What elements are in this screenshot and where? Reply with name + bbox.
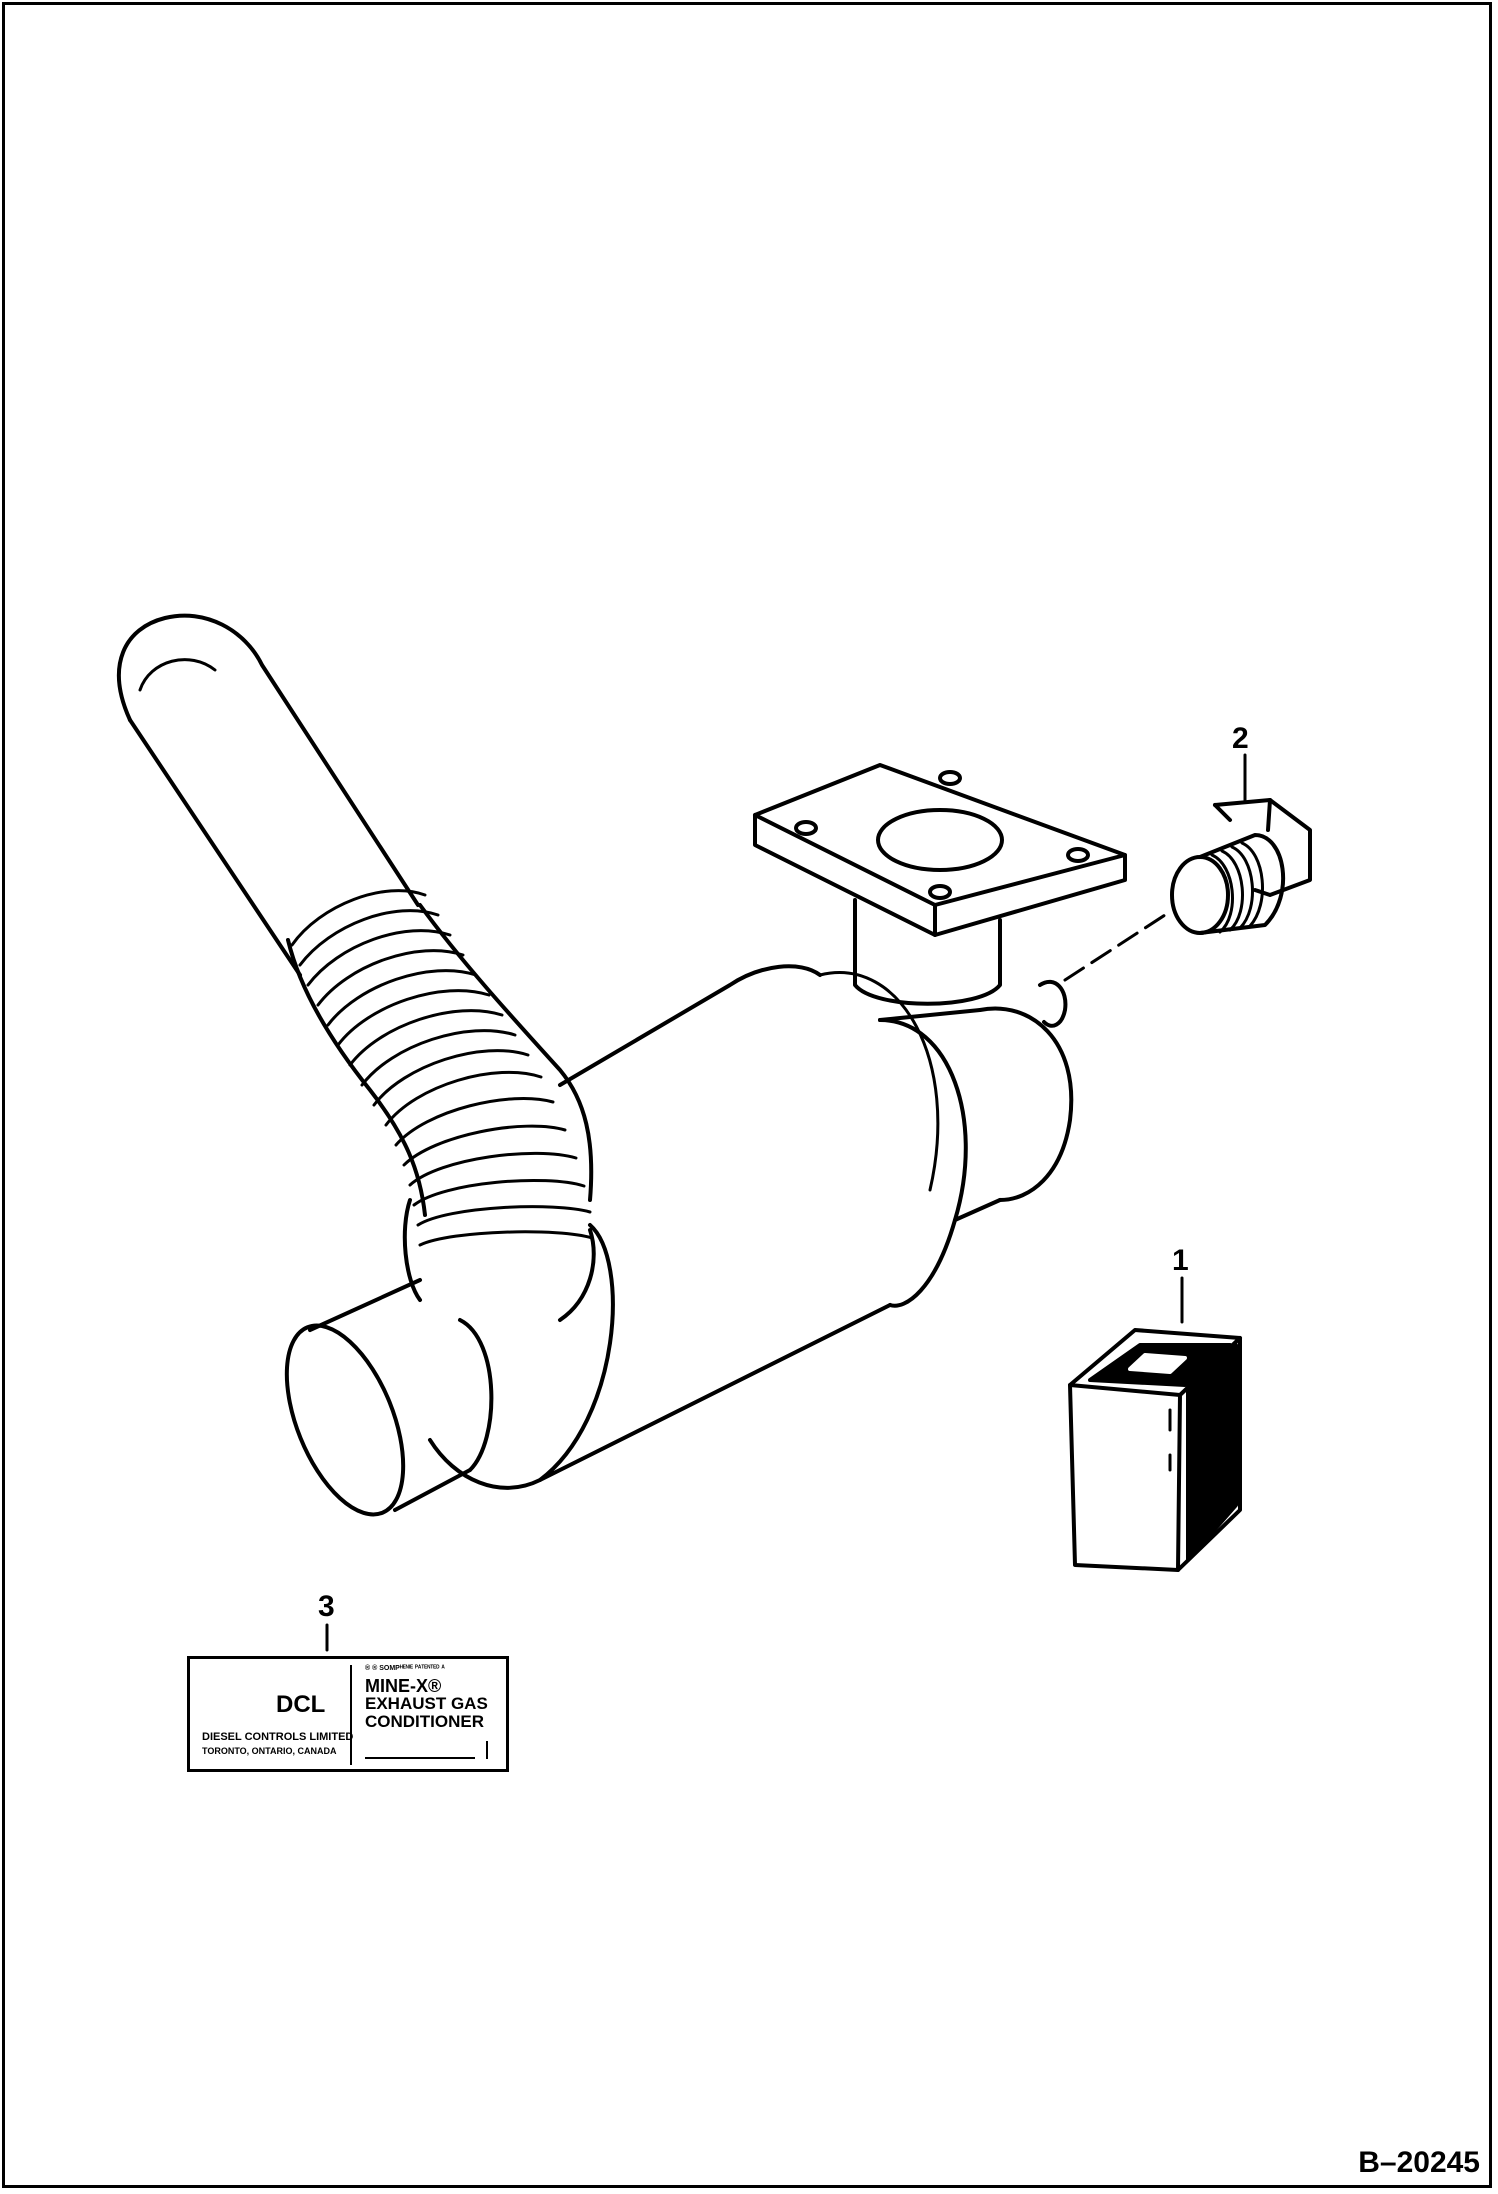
decal-product-line2: EXHAUST GAS [365,1694,488,1713]
canister-body [428,964,1074,1490]
service-kit-box [1068,1328,1242,1572]
decal-company: DIESEL CONTROLS LIMITED [202,1731,354,1743]
inlet-pipe [402,1198,596,1322]
callout-3: 3 [318,1590,335,1623]
decal-product-line3: CONDITIONER [365,1712,484,1731]
decal-product-line1: MINE-X® [365,1676,442,1696]
decal-brand: DCL [276,1691,326,1718]
mounting-flange [753,763,1127,937]
decal-fine-print: ® ® SOMPᴴᴱᴺᴵᴱ ᴾᴬᵀᴱᴺᵀᴱᴰ ᴬ [365,1665,445,1672]
leader-plug [1063,913,1167,982]
callout-2: 2 [1232,722,1249,755]
figure-code: B–20245 [1358,2146,1480,2179]
tail-pipe [117,613,420,977]
drain-plug [1170,798,1312,935]
decal-tick [486,1741,488,1759]
flex-hose [286,889,594,1247]
decal-divider [350,1665,352,1765]
decal-rule [365,1757,475,1759]
decal-location: TORONTO, ONTARIO, CANADA [202,1746,337,1756]
exhaust-conditioner-decal: DCL DIESEL CONTROLS LIMITED TORONTO, ONT… [187,1656,509,1772]
outlet-stub [853,898,1002,1006]
callout-1: 1 [1172,1244,1189,1277]
inlet-end-cap [284,1278,494,1517]
